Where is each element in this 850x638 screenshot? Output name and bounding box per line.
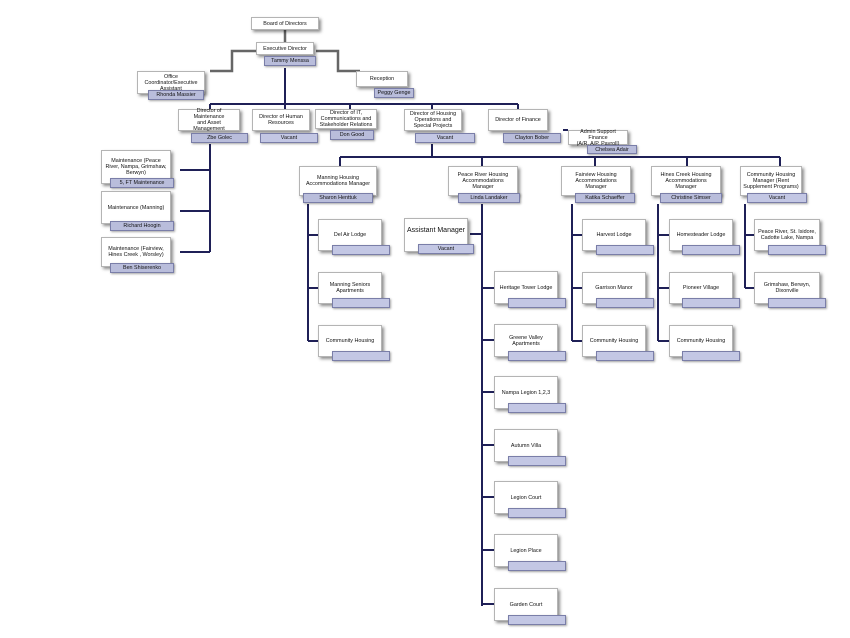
manning-manager-title: Manning Housing Accommodations Manager xyxy=(299,166,377,196)
office-coordinator-name: Rhonda Massier xyxy=(148,90,204,100)
facility-peace-river-st-isidore: Peace River, St. Isidore, Cadotte Lake, … xyxy=(754,219,820,251)
manning-manager-name: Sharon Henttuk xyxy=(303,193,373,203)
facility-hines-community-housing-tag xyxy=(682,351,740,361)
facility-manning-community-housing-tag xyxy=(332,351,390,361)
executive-director-name: Tammy Menssa xyxy=(264,56,316,66)
director-it-name: Don Good xyxy=(330,130,374,140)
facility-greene-valley-tag xyxy=(508,351,566,361)
facility-del-air-lodge-tag xyxy=(332,245,390,255)
director-hr-title: Director of Human Resources xyxy=(252,109,310,131)
executive-director-title: Executive Director xyxy=(256,42,314,55)
hines-creek-manager-name: Christine Simser xyxy=(660,193,722,203)
maintenance-peace-river-name: 5, FT Maintenance xyxy=(110,178,174,188)
assistant-manager-name: Vacant xyxy=(418,244,474,254)
facility-heritage-tower-lodge-tag xyxy=(508,298,566,308)
facility-legion-court-tag xyxy=(508,508,566,518)
admin-support-finance-name: Chelsea Adair xyxy=(587,145,637,154)
facility-garden-court-tag xyxy=(508,615,566,625)
peace-river-manager-title: Peace River Housing Accommodations Manag… xyxy=(448,166,518,196)
maintenance-fairview-title: Maintenance (Fairview, Hines Creek , Wor… xyxy=(101,237,171,267)
maintenance-fairview-name: Ben Shiserenko xyxy=(110,263,174,273)
director-hr-name: Vacant xyxy=(260,133,318,143)
community-housing-manager-title: Community Housing Manager (Rent Suppleme… xyxy=(740,166,802,196)
maintenance-manning-name: Richard Hoogin xyxy=(110,221,174,231)
admin-support-finance-title: Admin Support Finance (A/R, A/P, Payroll… xyxy=(568,129,628,147)
reception-name: Peggy Genge xyxy=(374,88,414,98)
fairview-manager-title: Fairview Housing Accommodations Manager xyxy=(561,166,631,196)
board-of-directors-box: Board of Directors xyxy=(251,17,319,30)
facility-harvest-lodge-tag xyxy=(596,245,654,255)
facility-homesteader-lodge-tag xyxy=(682,245,740,255)
facility-autumn-villa-tag xyxy=(508,456,566,466)
director-finance-name: Clayton Bober xyxy=(503,133,561,143)
facility-legion-place-tag xyxy=(508,561,566,571)
maintenance-manning-title: Maintenance (Manning) xyxy=(101,191,171,224)
facility-garrison-manor-tag xyxy=(596,298,654,308)
fairview-manager-name: Katika Schaeffer xyxy=(575,193,635,203)
community-housing-manager-name: Vacant xyxy=(747,193,807,203)
facility-manning-seniors-tag xyxy=(332,298,390,308)
reception-title: Reception xyxy=(356,71,408,87)
director-finance-title: Director of Finance xyxy=(488,109,548,131)
director-maintenance-name: Zbe Golec xyxy=(191,133,248,143)
director-maintenance-title: Director of Maintenance and Asset Manage… xyxy=(178,108,240,132)
facility-pioneer-village-tag xyxy=(682,298,740,308)
director-housing-title: Director of Housing Operations and Speci… xyxy=(404,109,462,131)
facility-fairview-community-housing-tag xyxy=(596,351,654,361)
facility-grimshaw-berwyn-tag xyxy=(768,298,826,308)
director-it-title: Director of IT, Communications and Stake… xyxy=(315,109,377,129)
director-housing-name: Vacant xyxy=(415,133,475,143)
facility-peace-river-st-isidore-tag xyxy=(768,245,826,255)
hines-creek-manager-title: Hines Creek Housing Accommodations Manag… xyxy=(651,166,721,196)
facility-nampa-legion-tag xyxy=(508,403,566,413)
peace-river-manager-name: Linda Landaker xyxy=(458,193,520,203)
